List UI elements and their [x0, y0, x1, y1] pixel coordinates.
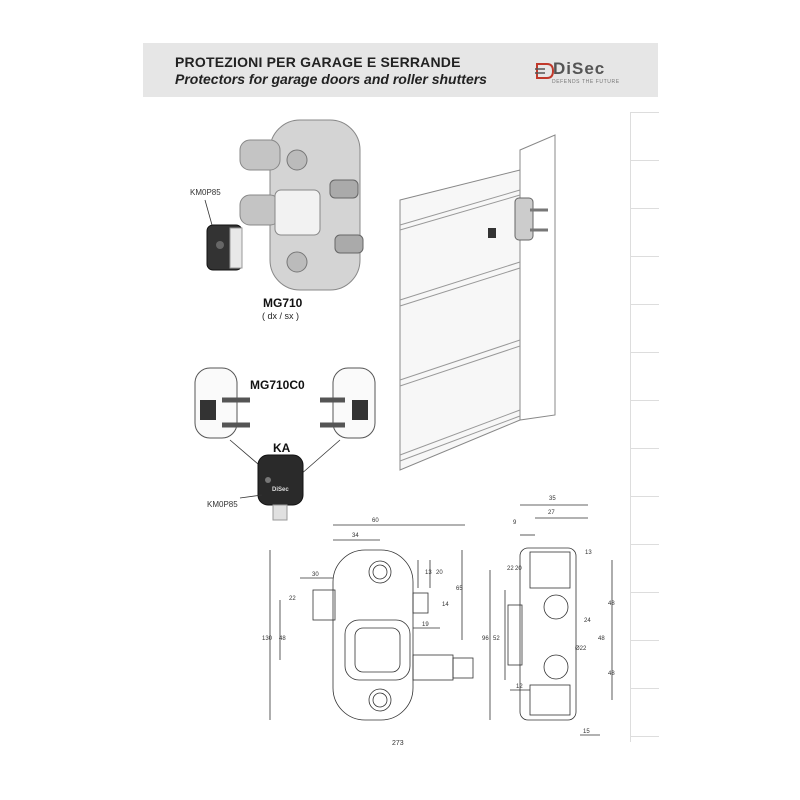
mg710c0-title: MG710C0 [250, 378, 305, 392]
dim-60: 60 [372, 518, 379, 524]
dim-20: 20 [436, 570, 443, 576]
header-title: PROTEZIONI PER GARAGE E SERRANDE [175, 54, 461, 70]
key-logo: DiSec [272, 487, 289, 493]
logo-tagline: DEFENDS THE FUTURE [552, 79, 620, 85]
side-technical-drawing [489, 504, 613, 736]
km0p85-label-top: KM0P85 [190, 188, 221, 197]
dim-14: 14 [442, 602, 449, 608]
dim-22: 22 [289, 596, 296, 602]
ka-key-render [239, 454, 304, 521]
index-column [630, 112, 659, 742]
dim-30: 30 [312, 572, 319, 578]
dim-65: 65 [456, 586, 463, 592]
dim-9: 9 [513, 520, 517, 526]
dim-13: 13 [425, 570, 432, 576]
dim-48-mid: 48 [598, 636, 605, 642]
page-number: 273 [392, 740, 404, 747]
dim-15: 15 [583, 729, 590, 735]
dim-96: 96 [482, 636, 489, 642]
dim-13-side: 13 [585, 550, 592, 556]
mg710c0-render [194, 367, 376, 476]
mg710-render [239, 119, 364, 291]
dim-24: 24 [584, 618, 591, 624]
dim-19: 19 [422, 622, 429, 628]
dim-130: 130 [262, 636, 273, 642]
mg710-variant: ( dx / sx ) [262, 311, 300, 321]
dim-12: 12 [516, 684, 523, 690]
dim-dia-22: Ø22 [575, 646, 587, 652]
dim-20-side: 20 [515, 566, 522, 572]
ka-title: KA [273, 441, 291, 455]
logo-wordmark: DiSec [553, 59, 606, 78]
page-header: PROTEZIONI PER GARAGE E SERRANDE Protect… [143, 43, 658, 97]
km0p85-key-render [204, 199, 243, 271]
dim-22-side: 22 [507, 566, 514, 572]
dim-34: 34 [352, 533, 359, 539]
front-technical-drawing [269, 524, 474, 721]
garage-door-scene [399, 134, 556, 471]
dim-52: 52 [493, 636, 500, 642]
dim-35: 35 [549, 496, 556, 502]
dim-48-bottom: 48 [608, 671, 615, 677]
header-subtitle: Protectors for garage doors and roller s… [175, 71, 487, 87]
disec-logo: DiSec DEFENDS THE FUTURE [535, 59, 625, 87]
logo-mark-icon [535, 63, 555, 79]
dim-48: 48 [279, 636, 286, 642]
dim-48-top: 48 [608, 601, 615, 607]
mg710-title: MG710 [263, 296, 303, 310]
km0p85-label-bottom: KM0P85 [207, 500, 238, 509]
dim-27: 27 [548, 510, 555, 516]
